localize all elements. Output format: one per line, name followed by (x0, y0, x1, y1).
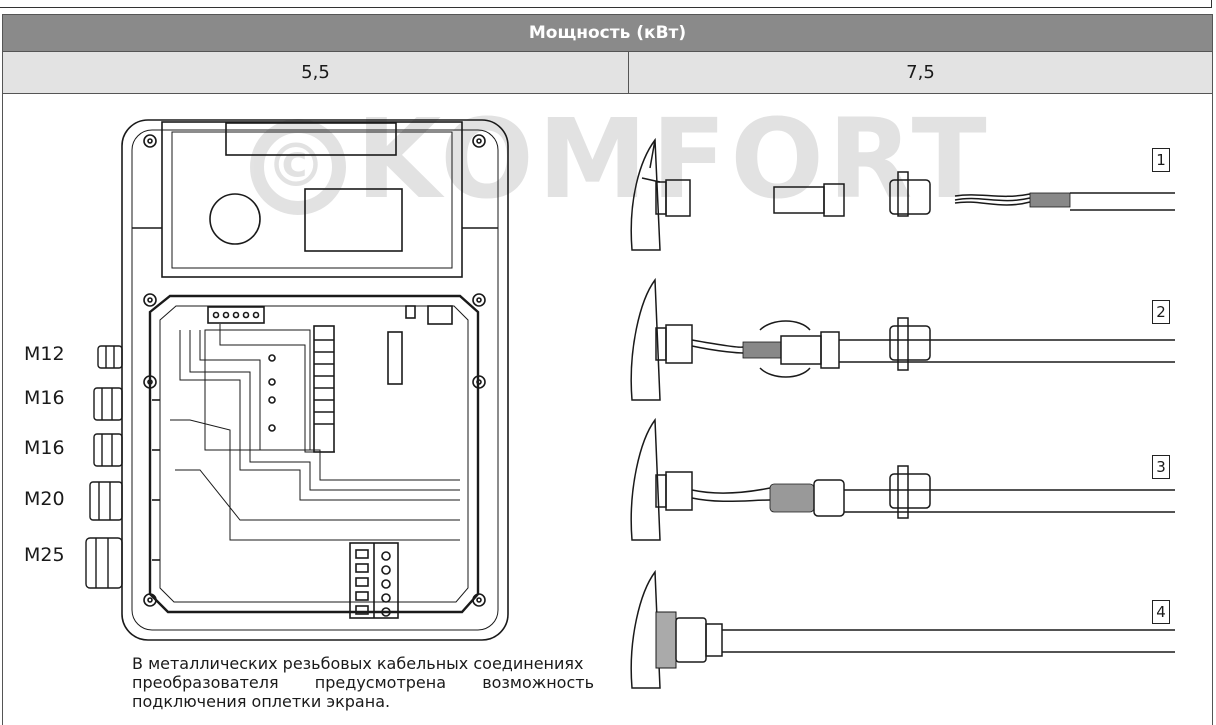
content-area (2, 94, 1213, 725)
column-5-5kw: 5,5 (2, 52, 629, 94)
top-border (0, 0, 1212, 8)
note-line-2: преобразователя предусмотрена возможност… (132, 673, 594, 692)
thread-label-m16-a: M16 (24, 387, 65, 409)
thread-label-m25: M25 (24, 544, 65, 566)
step-1-marker: 1 (1152, 148, 1170, 172)
thread-label-m16-b: M16 (24, 437, 65, 459)
note-line-3: подключения оплетки экрана. (132, 692, 391, 711)
step-3-marker: 3 (1152, 455, 1170, 479)
power-header: Мощность (кВт) (2, 14, 1213, 52)
step-4-marker: 4 (1152, 600, 1170, 624)
column-7-5kw: 7,5 (628, 52, 1213, 94)
watermark-logo: ©KOMFORT (250, 95, 991, 223)
note-line-1: В металлических резьбовых кабельных соед… (132, 654, 584, 673)
thread-label-m12: M12 (24, 343, 65, 365)
shield-braid-note: В металлических резьбовых кабельных соед… (132, 654, 594, 711)
step-2-marker: 2 (1152, 300, 1170, 324)
thread-label-m20: M20 (24, 488, 65, 510)
